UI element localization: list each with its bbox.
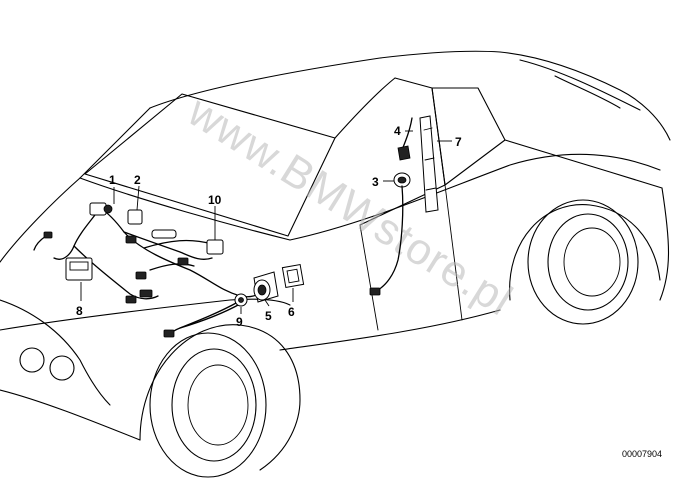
front-connectors [43, 202, 224, 338]
pillar-assembly [369, 115, 439, 296]
control-box-8 [65, 257, 93, 281]
cover-plate-6 [281, 264, 305, 288]
callout-3: 3 [372, 175, 379, 189]
sensor-part-1 [89, 202, 107, 216]
leader-lines [80, 130, 452, 314]
callout-5: 5 [265, 309, 272, 323]
part-5-6-assembly [253, 264, 305, 303]
callout-4: 4 [394, 124, 401, 138]
trim-strip-7 [419, 115, 439, 213]
callout-10: 10 [208, 193, 222, 207]
connector-plug [151, 229, 177, 239]
part-9-assembly [179, 293, 248, 329]
car-body [0, 50, 671, 478]
callout-9: 9 [236, 315, 243, 329]
callout-8: 8 [76, 304, 83, 318]
sensor-part-2 [127, 209, 143, 225]
callout-2: 2 [134, 173, 141, 187]
callout-7: 7 [455, 135, 462, 149]
relay-part-10 [206, 239, 224, 255]
anchor-4 [397, 145, 411, 161]
callout-6: 6 [288, 305, 295, 319]
callout-1: 1 [109, 173, 116, 187]
reference-number: 00007904 [622, 449, 662, 459]
callouts: 1 2 3 4 5 6 7 8 9 10 [76, 124, 462, 329]
